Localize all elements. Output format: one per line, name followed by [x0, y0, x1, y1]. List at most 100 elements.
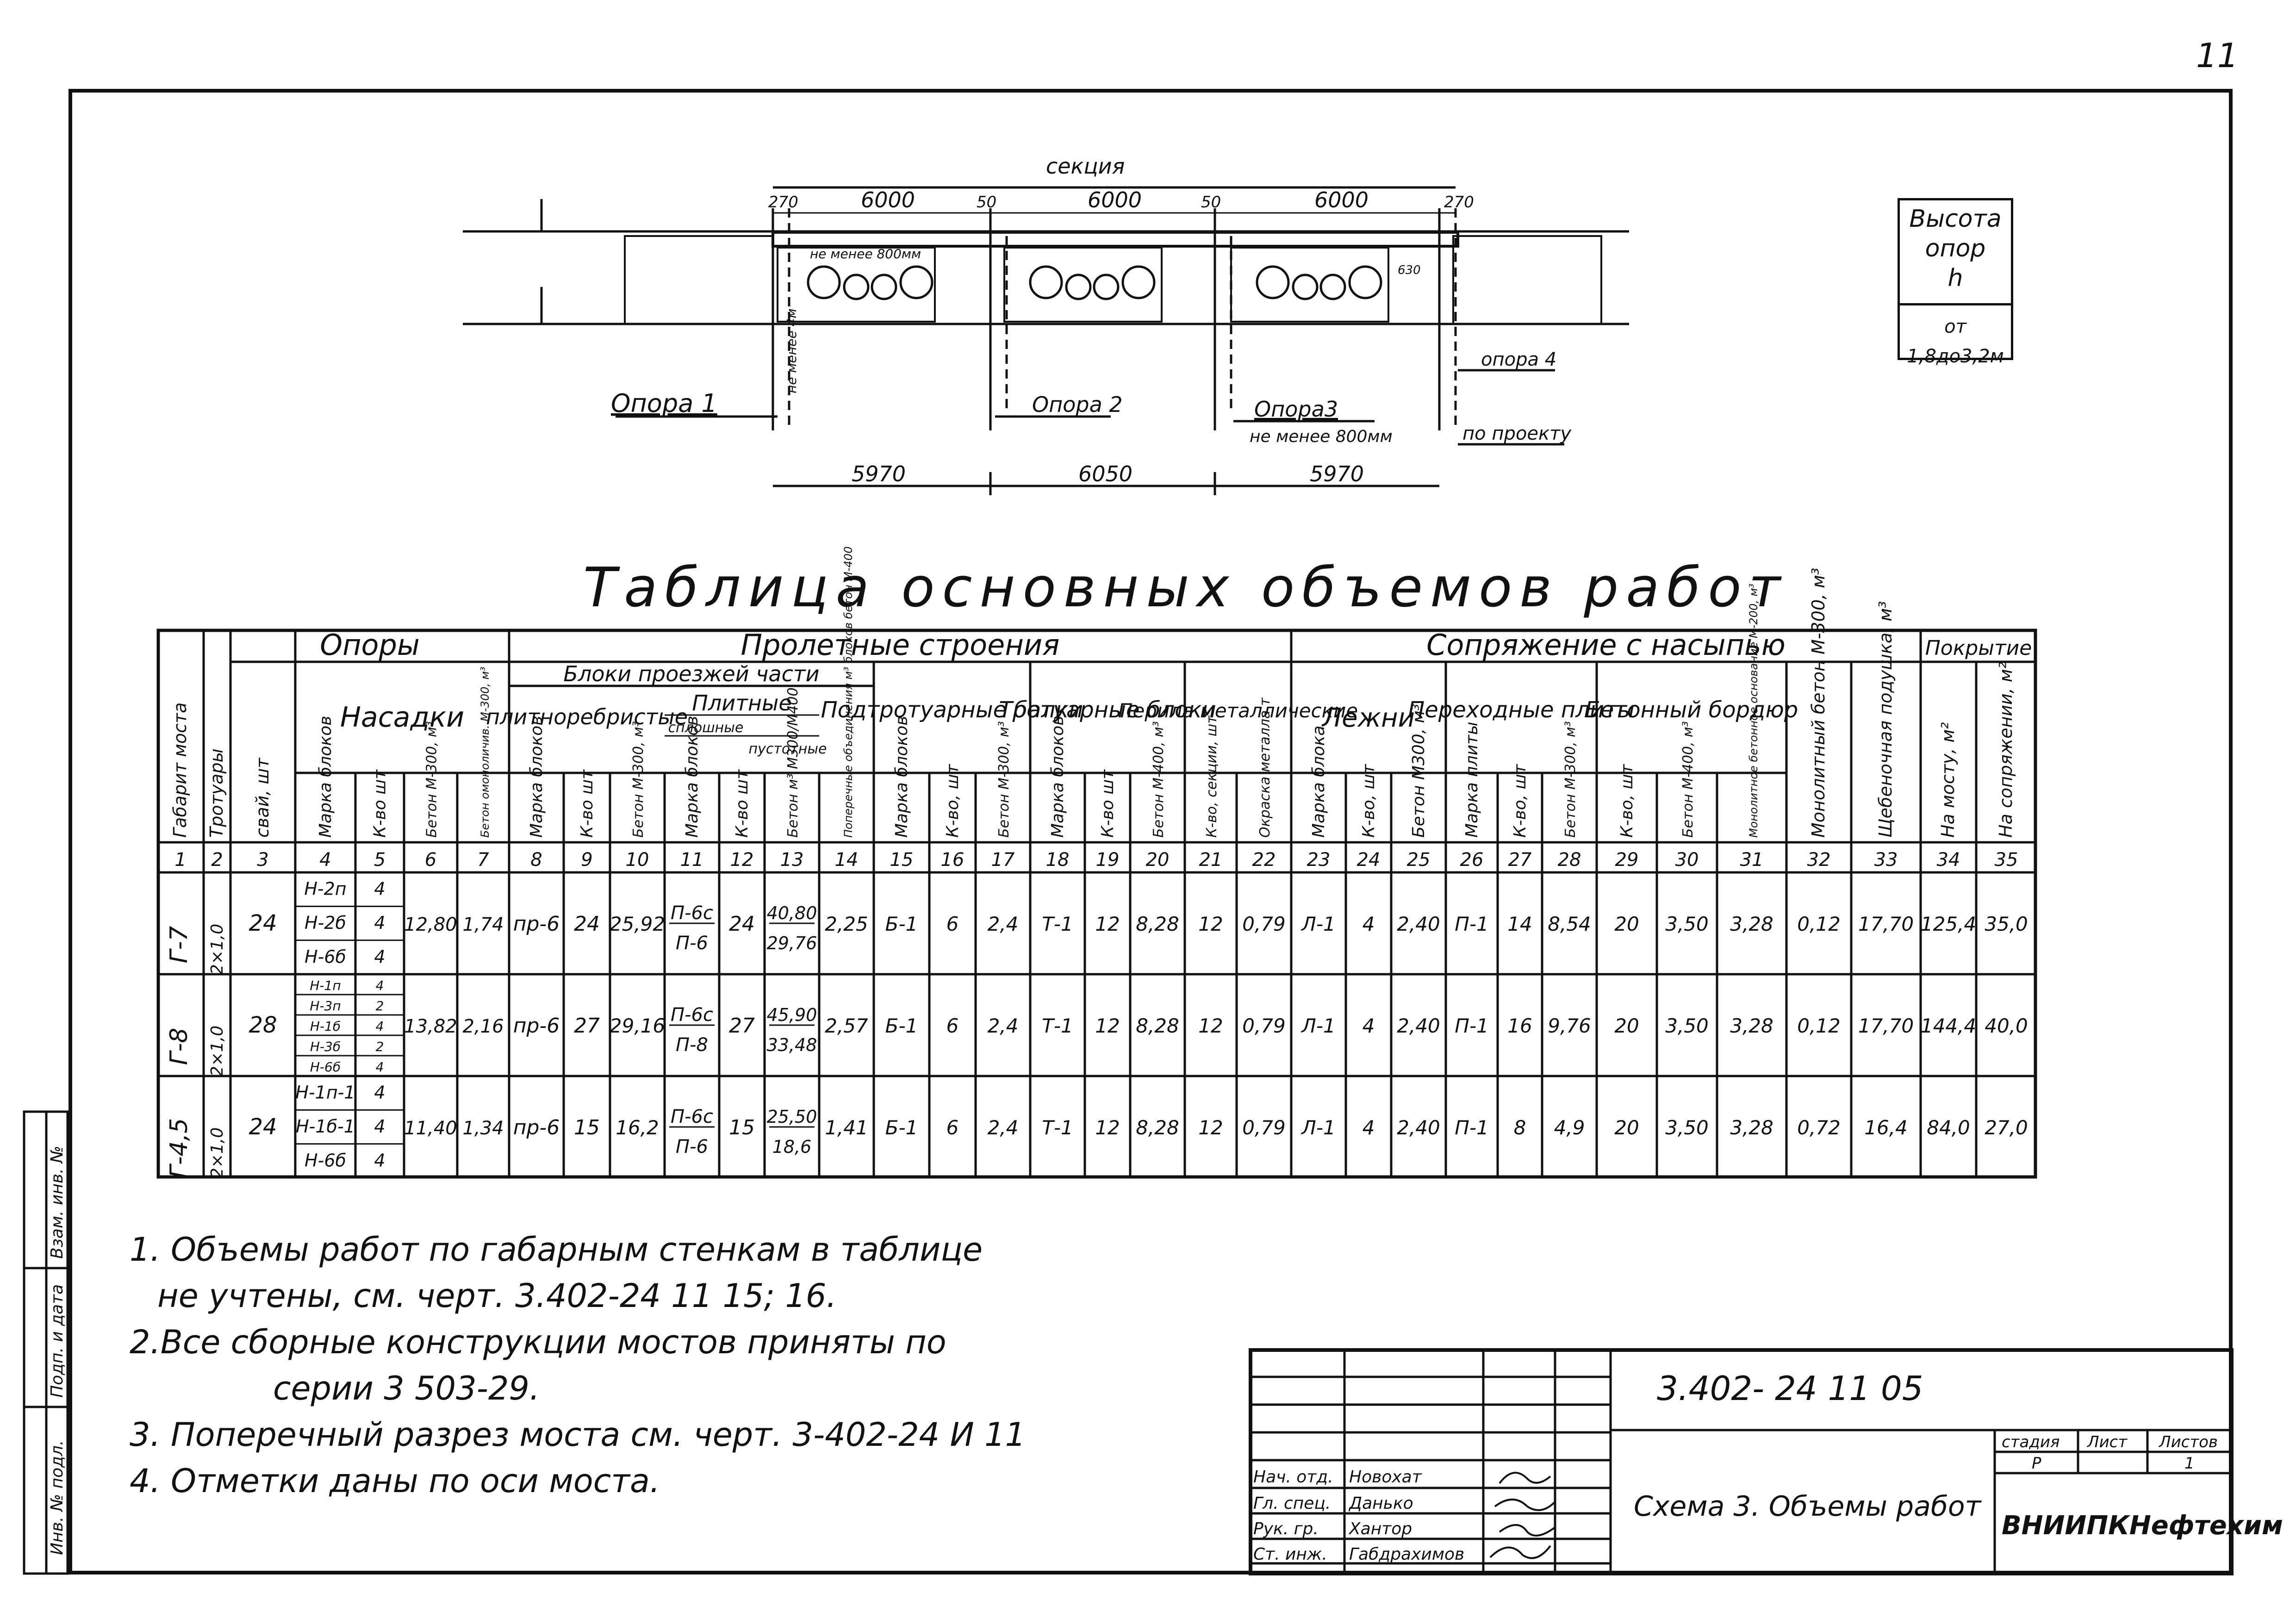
row-cap-count: 4 [374, 946, 385, 967]
col-header-28: Бетон М-300, м³ [1562, 721, 1579, 838]
group-coating: Покрытие [1925, 636, 2032, 660]
svg-text:50: 50 [1201, 193, 1221, 212]
row-c29: 20 [1614, 1116, 1639, 1139]
row-cap-mark: Н-1б-1 [296, 1116, 355, 1137]
row-c24: 4 [1363, 1116, 1375, 1139]
col-number: 30 [1675, 849, 1699, 871]
col-header-21: К-во, секции, шт [1204, 715, 1220, 838]
row-c29: 20 [1614, 1014, 1639, 1037]
row-c25: 2,40 [1397, 913, 1440, 935]
row-c7: 1,34 [462, 1118, 504, 1139]
svg-text:50: 50 [977, 193, 996, 212]
row-c24: 4 [1363, 1014, 1375, 1037]
row-c19: 12 [1095, 1014, 1120, 1037]
subgroup-deck-blocks: Блоки проезжей части [563, 661, 819, 686]
note-4: 4. Отметки даны по оси моста. [130, 1462, 660, 1500]
col-number: 5 [374, 849, 386, 871]
row-c14: 1,41 [825, 1116, 868, 1139]
row-c22: 0,79 [1242, 1014, 1286, 1037]
row-c27: 8 [1514, 1116, 1526, 1139]
row-cap-count: 4 [374, 913, 385, 933]
row-c30: 3,50 [1665, 913, 1709, 935]
row-c24: 4 [1363, 913, 1375, 935]
note-1: 1. Объемы работ по габарным стенкам в та… [130, 1231, 983, 1269]
row-cap-count: 2 [376, 998, 384, 1014]
svg-text:Новохат: Новохат [1349, 1468, 1422, 1487]
svg-text:6000: 6000 [861, 187, 915, 212]
col-number: 35 [1995, 849, 2018, 871]
col-number: 9 [581, 849, 592, 871]
row-c20: 8,28 [1136, 1014, 1179, 1037]
row-c31: 3,28 [1730, 1116, 1773, 1139]
svg-text:630: 630 [1398, 263, 1421, 277]
row-c35: 27,0 [1985, 1116, 2028, 1139]
row-c31: 3,28 [1730, 1014, 1773, 1037]
col-number: 29 [1615, 849, 1639, 871]
subgroup-slab: Плитные [692, 691, 791, 716]
col-header-19: К-во шт [1098, 769, 1117, 838]
col-number: 20 [1146, 849, 1170, 871]
drawing-frame [68, 89, 2233, 1574]
row-c21: 12 [1198, 1116, 1223, 1139]
row-cap-mark: Н-1б [310, 1019, 341, 1034]
col-number: 2 [211, 849, 223, 871]
col-number: 27 [1508, 849, 1532, 871]
col-number: 33 [1874, 849, 1898, 871]
col-header-23: Марка блока [1309, 726, 1328, 838]
row-cap-count: 4 [376, 1059, 384, 1075]
drawing-title: Схема 3. Объемы работ [1634, 1490, 1982, 1523]
title-block: 3.402- 24 11 05 Нач. отд. Гл. спец. Рук.… [1249, 1348, 2283, 1575]
col-number: 26 [1460, 849, 1484, 871]
subgroup-walk-blocks: Тротуарные блоки [999, 697, 1216, 723]
row-c13-b: 18,6 [772, 1137, 812, 1157]
row-c31: 3,28 [1730, 913, 1773, 935]
row-c11-b: П-8 [676, 1034, 708, 1056]
note-2: 2.Все сборные конструкции мостов приняты… [130, 1323, 946, 1361]
sheet-number: 11 [2196, 36, 2239, 75]
col-header-17: Бетон М-300, м³ [996, 721, 1012, 838]
row-c16: 6 [946, 913, 959, 935]
col-number: 8 [530, 849, 542, 871]
col-number: 17 [991, 849, 1015, 871]
svg-text:6000: 6000 [1314, 187, 1369, 212]
col-number: 19 [1096, 849, 1120, 871]
support-4-label: опора 4 [1481, 349, 1556, 370]
svg-text:Габдрахимов: Габдрахимов [1349, 1545, 1464, 1564]
col-header-15: Марка блоков [892, 716, 911, 838]
row-piles: 24 [249, 1114, 277, 1140]
row-c17: 2,4 [988, 1014, 1019, 1037]
row-piles: 28 [249, 1012, 277, 1038]
row-c22: 0,79 [1242, 1116, 1286, 1139]
row-c10: 16,2 [616, 1116, 659, 1139]
row-c8: пр-6 [513, 1014, 560, 1038]
row-cap-count: 4 [374, 1083, 385, 1103]
row-cap-mark: Н-6б [310, 1059, 341, 1075]
row-c12: 24 [729, 912, 755, 936]
row-cap-count: 4 [376, 978, 384, 993]
svg-text:1: 1 [2184, 1454, 2195, 1473]
row-c23: Л-1 [1300, 913, 1335, 935]
row-c30: 3,50 [1665, 1014, 1709, 1037]
row-walkway: 2×1,0 [208, 1026, 227, 1076]
subgroup-caps: Насадки [340, 701, 464, 734]
notes: 1. Объемы работ по габарным стенкам в та… [130, 1226, 1026, 1504]
row-c26: П-1 [1455, 1116, 1488, 1139]
col-number: 11 [680, 849, 704, 871]
row-c25: 2,40 [1397, 1014, 1440, 1037]
row-cap-mark: Н-2б [305, 913, 346, 933]
row-cap-count: 4 [374, 1150, 385, 1170]
col-header-18: Марка блоков [1048, 716, 1067, 838]
svg-text:стадия: стадия [2002, 1433, 2060, 1451]
group-supports: Опоры [320, 628, 420, 662]
col-number: 22 [1252, 849, 1276, 871]
row-c32: 0,12 [1797, 913, 1841, 935]
subgroup-curb: Бетонный бордюр [1585, 697, 1798, 723]
col-header-10: Бетон М-300, м³ [630, 721, 647, 838]
row-c12: 15 [729, 1116, 755, 1139]
col-header-7: Бетон омоноличив. М-300, м³ [479, 667, 492, 838]
svg-text:Взам. инв. №: Взам. инв. № [48, 1146, 67, 1259]
svg-text:не менее 800мм: не менее 800мм [1250, 427, 1393, 446]
col-header-16: К-во, шт [943, 764, 962, 838]
section-label: секция [1046, 154, 1125, 179]
row-cap-mark: Н-1п [310, 978, 341, 993]
